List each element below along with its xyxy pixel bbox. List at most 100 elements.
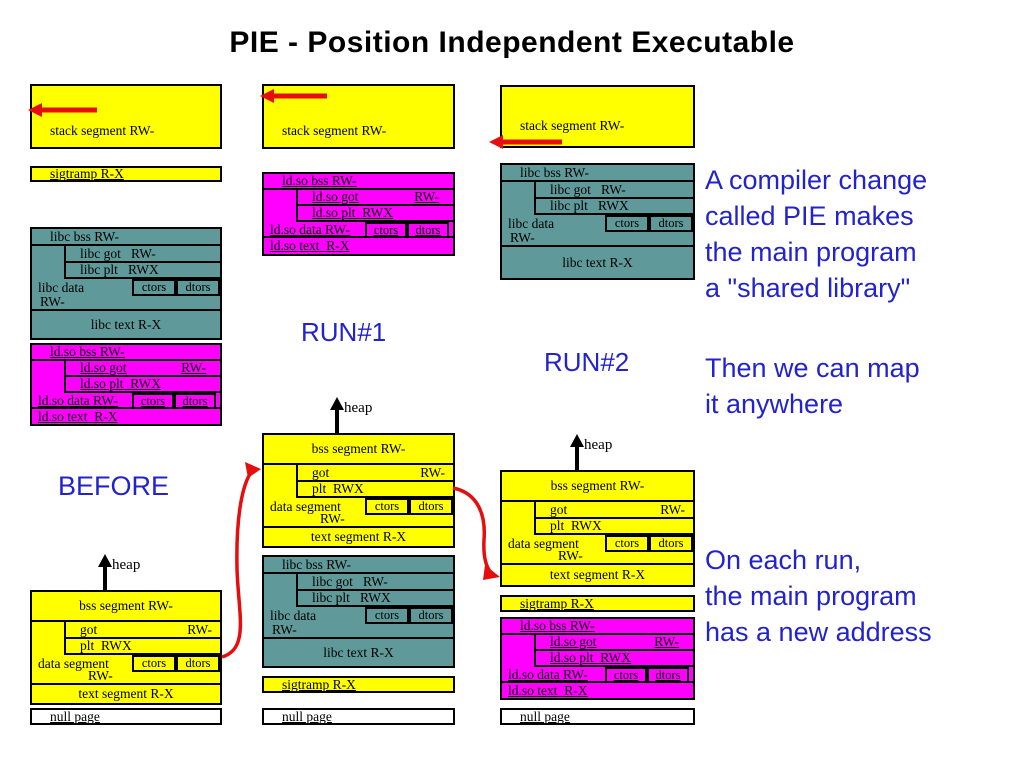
dtors-box: dtors [649,215,693,232]
sigtramp-label: sigtramp R-X [520,595,594,611]
libc-got-row: libc got RW- [298,574,453,591]
ctors-box: ctors [365,498,409,515]
ctors-box: ctors [605,667,647,683]
libc-gotplt-box: libc got RW- libc plt RWX [32,246,220,279]
libc-bss-label: libc bss RW- [50,228,120,244]
libc-data-label: libc data [270,608,317,623]
ldso-bss-row: ld.so bss RW- [264,174,453,190]
got-perm-label: RW- [660,501,685,517]
ldso-text-label: ld.so text R-X [270,238,350,254]
ldso-data-row: ld.so data RW- ctors dtors [264,222,453,238]
ldso-data-row: ld.so data RW- ctors dtors [32,393,220,409]
libc-text-row: libc text R-X [264,639,453,666]
libc-gotplt-box: libc got RW- libc plt RWX [264,574,453,607]
ldso-text-label: ld.so text R-X [508,682,588,698]
plt-row: plt RWX [66,638,220,655]
dtors-box: dtors [176,655,220,672]
got-label: got [80,621,98,637]
ctors-box: ctors [365,222,407,238]
ldso-got-perm-label: RW- [414,189,439,205]
dtors-box: dtors [409,498,453,515]
libc-data-perm-label: RW- [40,294,65,309]
dtors-box: dtors [174,393,216,409]
ldso-text-row: ld.so text R-X [502,683,693,698]
text-segment-row: text segment R-X [264,528,453,546]
ldso-got-label: ld.so got [312,189,359,205]
run1-label: RUN#1 [301,317,387,347]
data-segment-label: data segment [38,656,109,671]
libc-text-label: libc text R-X [562,254,633,270]
stack-segment-label: stack segment RW- [520,117,625,133]
relocation-arrow-icon [221,462,261,659]
libc-text-label: libc text R-X [90,316,162,332]
ldso-data-label: ld.so data RW- [38,393,118,408]
plt-label: plt RWX [312,481,364,496]
data-segment-perm-label: RW- [320,511,345,526]
dtors-box: dtors [176,279,220,296]
heap-arrow-icon [330,397,344,433]
annotation-line: a "shared library" [705,273,911,303]
ldso-text-row: ld.so text R-X [264,238,453,254]
got-label: got [312,464,330,480]
heap-label: heap [112,557,141,573]
stack-segment-label: stack segment RW- [282,122,387,138]
stack-segment-box: stack segment RW- [262,84,455,149]
gotplt-box: got RW- plt RWX [32,622,220,655]
libc-got-label: libc got RW- [312,573,388,589]
libc-bss-row: libc bss RW- [264,557,453,574]
got-perm-label: RW- [187,621,212,637]
ldso-bss-label: ld.so bss RW- [520,618,595,634]
got-label: got [550,501,568,517]
heap-arrow-icon [570,434,584,470]
got-row: got RW- [66,622,220,639]
annotation-line: Then we can map [705,353,920,383]
annotation-line: has a new address [705,617,932,647]
libc-bss-row: libc bss RW- [32,229,220,246]
dtors-box: dtors [647,667,689,683]
ctors-box: ctors [132,279,176,296]
ldso-plt-row: ld.so plt RWX [536,651,693,667]
null-page-label: null page [520,708,570,724]
ldso-got-label: ld.so got [550,634,597,650]
libc-data-perm-label: RW- [272,622,297,637]
data-segment-perm-label: RW- [558,548,583,563]
ctors-box: ctors [132,393,174,409]
libc-gotplt-box: libc got RW- libc plt RWX [502,182,693,215]
libc-plt-row: libc plt RWX [298,591,453,607]
plt-label: plt RWX [80,638,132,653]
before-label: BEFORE [58,471,170,501]
libc-plt-label: libc plt RWX [550,198,629,213]
ctors-box: ctors [605,215,649,232]
null-page-box: null page [30,708,222,725]
bss-segment-label: bss segment RW- [550,478,645,494]
libc-data-label: libc data [38,280,85,295]
slide-title: PIE - Position Independent Executable [229,26,795,59]
libc-bss-row: libc bss RW- [502,165,693,182]
libc-plt-label: libc plt RWX [80,262,159,277]
heap-arrow-icon [98,554,112,590]
libc-got-label: libc got RW- [80,245,156,261]
sigtramp-box: sigtramp R-X [262,676,455,693]
ldso-text-row: ld.so text R-X [32,409,220,424]
ldso-bss-label: ld.so bss RW- [282,173,357,189]
ctors-box: ctors [132,655,176,672]
ldso-plt-row: ld.so plt RWX [66,377,220,393]
libc-block: libc bss RW- libc got RW- libc plt RWX l… [500,163,695,280]
libc-text-row: libc text R-X [502,247,693,278]
ldso-plt-row: ld.so plt RWX [298,206,453,222]
ldso-bss-row: ld.so bss RW- [32,345,220,361]
bss-segment-label: bss segment RW- [311,441,406,457]
libc-bss-label: libc bss RW- [520,164,590,180]
libc-plt-row: libc plt RWX [536,198,693,215]
ldso-gotplt-box: ld.so got RW- ld.so plt RWX [264,190,453,222]
bss-segment-label: bss segment RW- [79,598,173,614]
annotation-compiler-change: A compiler change called PIE makes the m… [705,162,927,306]
relocation-arrow-icon [452,486,500,580]
got-row: got RW- [536,502,693,519]
dtors-box: dtors [409,607,453,624]
